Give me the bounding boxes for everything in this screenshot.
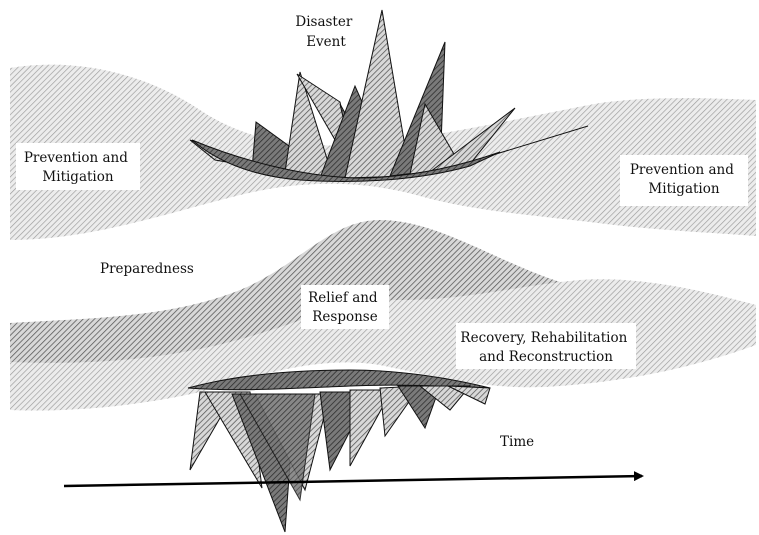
recovery-band xyxy=(10,279,756,411)
prevention-right-label: Prevention and Mitigation xyxy=(630,162,738,197)
relief-box xyxy=(301,285,389,329)
relief-response-label: Relief and Response xyxy=(308,290,382,325)
preparedness-label: Preparedness xyxy=(100,261,194,277)
prevention-left-label: Prevention and Mitigation xyxy=(24,150,132,185)
disaster-spikes-top xyxy=(189,9,589,182)
prevention-right-box xyxy=(620,155,748,206)
prevention-left-box xyxy=(16,143,140,190)
disaster-spikes-bottom xyxy=(187,369,491,533)
time-label: Time xyxy=(500,434,534,450)
recovery-box xyxy=(456,323,636,369)
recovery-label: Recovery, Rehabilitation and Reconstruct… xyxy=(460,330,631,365)
disaster-event-label: Disaster Event xyxy=(295,14,356,50)
time-arrow xyxy=(63,471,644,488)
